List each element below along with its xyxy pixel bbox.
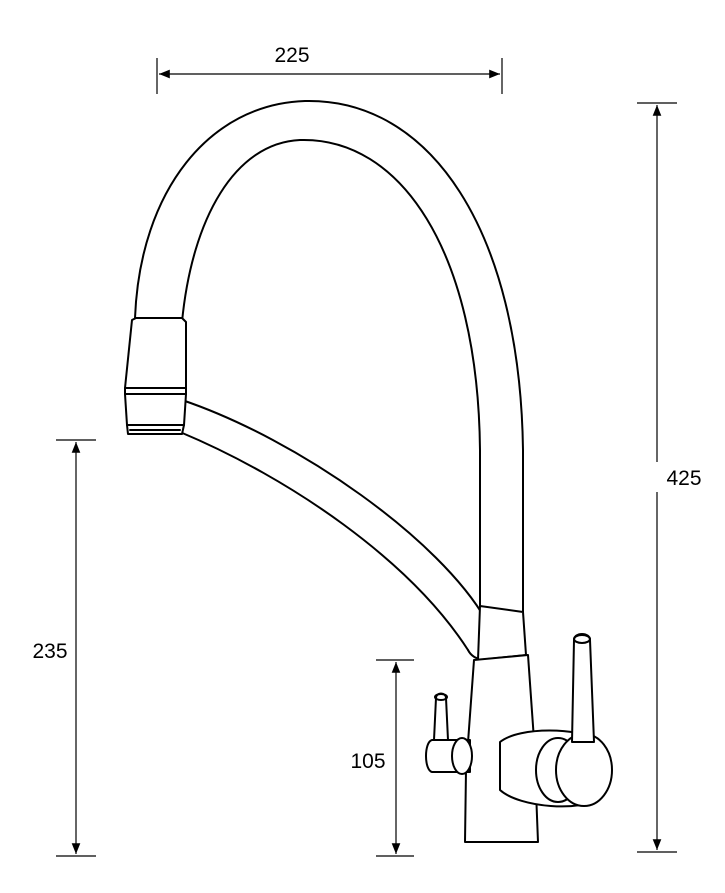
dimension-spout-height-label: 235 (32, 640, 67, 663)
filter-spout-arm-lower (179, 431, 469, 651)
filter-spout-arm (181, 399, 487, 621)
dimension-total-height: 425 (637, 102, 708, 853)
right-handle (499, 633, 613, 808)
gooseneck-outer (134, 99, 524, 613)
dimension-width: 225 (156, 44, 503, 94)
faucet-illustration (124, 99, 613, 843)
dimension-handle-height: 105 (350, 659, 414, 857)
left-handle (425, 692, 473, 775)
dimension-total-height-label: 425 (666, 467, 701, 490)
spray-head (124, 317, 187, 435)
gooseneck-inner (181, 138, 481, 607)
spout-collar (477, 605, 527, 661)
dimension-width-label: 225 (274, 44, 309, 67)
dimension-handle-height-label: 105 (350, 750, 385, 773)
dimension-spout-height: 235 (32, 439, 96, 857)
